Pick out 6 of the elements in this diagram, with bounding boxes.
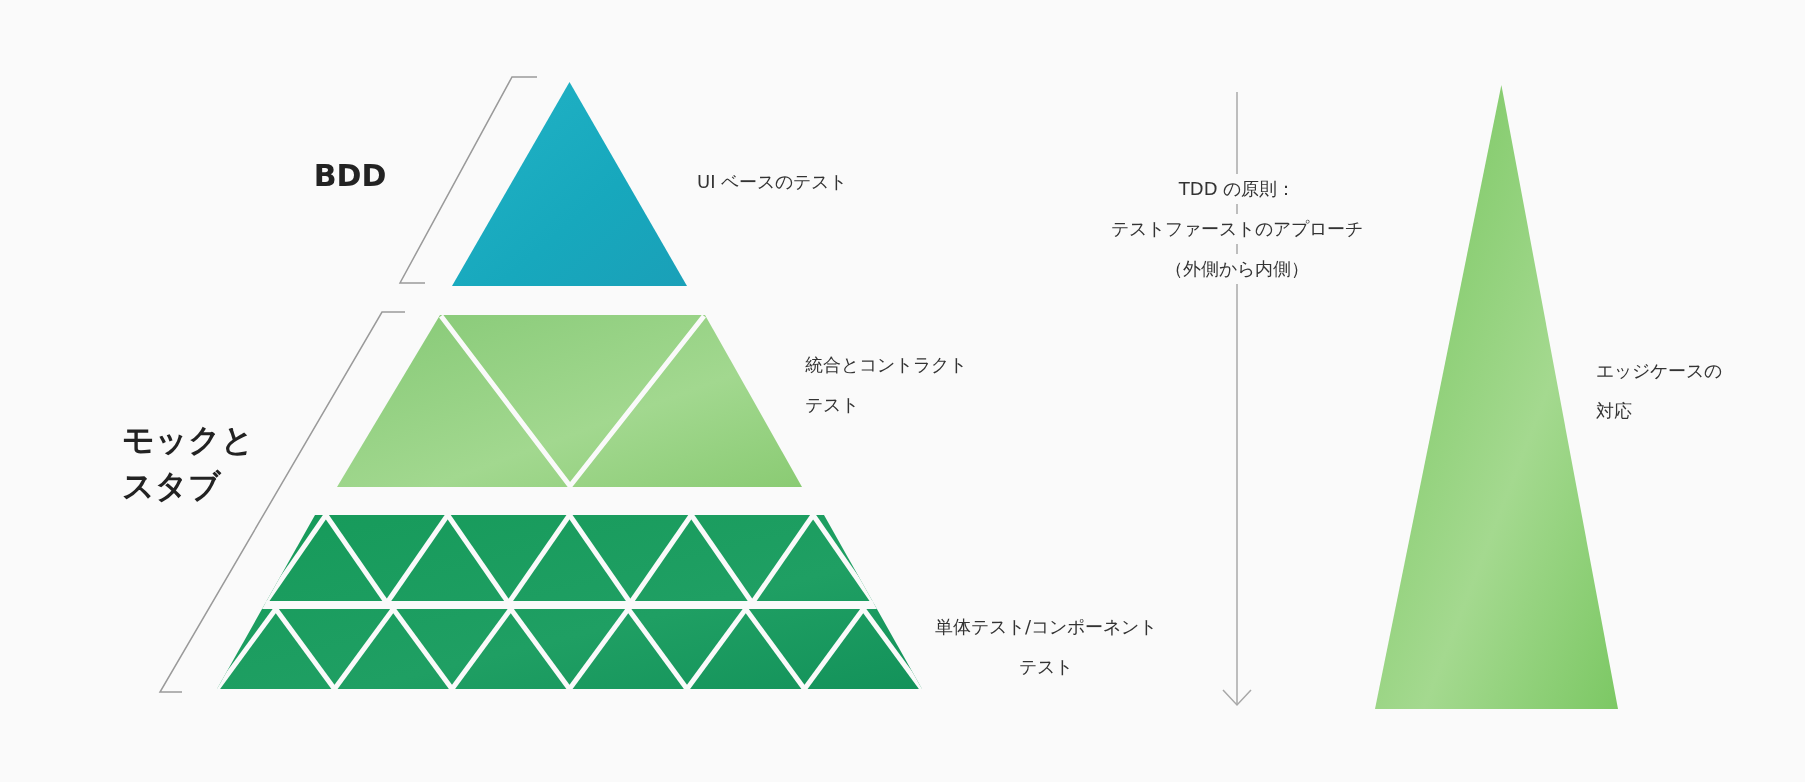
bracket-label: モックとスタブ [122, 420, 255, 507]
layer-caption: 統合とコントラクトテスト [805, 353, 968, 417]
layer-caption: 単体テスト/コンポーネントテスト [933, 615, 1159, 679]
bracket-label: BDD [313, 158, 387, 193]
layer-caption: エッジケースの対応 [1596, 359, 1723, 423]
layer-caption: UI ベースのテスト [697, 170, 849, 194]
